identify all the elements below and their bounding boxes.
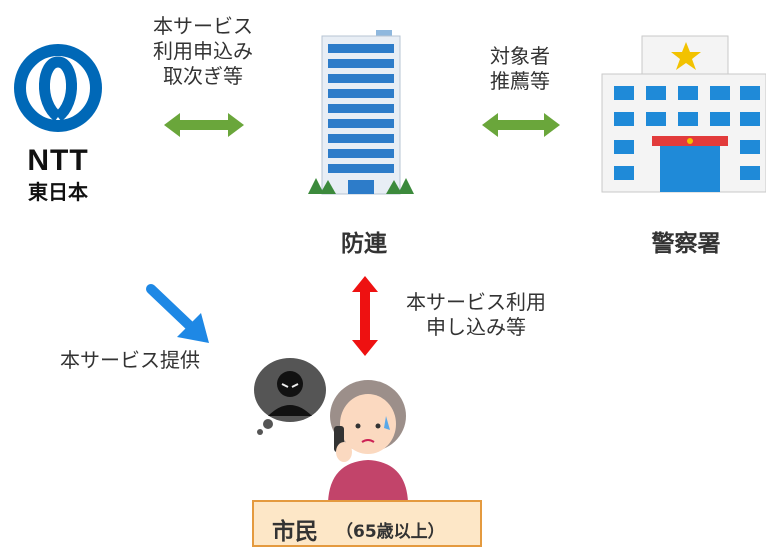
scam-caller-bubble-icon	[254, 358, 326, 435]
ntt-name: NTT	[27, 144, 89, 177]
caption-line: 本サービス利用	[406, 290, 546, 314]
citizen-age-note: （65歳以上）	[336, 522, 445, 542]
caption-line: 推薦等	[490, 69, 550, 93]
caption-line: 対象者	[490, 44, 550, 68]
caption-ntt-bouren: 本サービス 利用申込み 取次ぎ等	[128, 14, 278, 89]
ntt-region: 東日本	[28, 182, 88, 204]
red-double-arrow	[352, 276, 378, 356]
citizen-label: 市民	[272, 519, 318, 545]
caption-ntt-citizen: 本サービス提供	[60, 348, 200, 372]
caption-line: 本サービス	[153, 14, 253, 38]
police-label: 警察署	[651, 231, 721, 257]
blue-diagonal-arrow	[146, 284, 209, 343]
ntt-logo-icon	[14, 44, 102, 132]
police-station-icon	[601, 35, 766, 193]
caption-bouren-citizen: 本サービス利用 申し込み等	[388, 290, 564, 340]
caption-line: 利用申込み	[153, 39, 253, 63]
caption-bouren-police: 対象者 推薦等	[460, 44, 580, 94]
green-double-arrow-left	[164, 113, 244, 137]
elderly-woman-icon	[328, 380, 408, 502]
ntt-logo: NTT 東日本	[8, 42, 108, 204]
bouren-label: 防連	[341, 231, 387, 257]
green-double-arrow-right	[482, 113, 560, 137]
caption-line: 申し込み等	[426, 315, 526, 339]
caption-line: 取次ぎ等	[163, 64, 243, 88]
bouren-building-icon	[308, 30, 414, 195]
citizen-label-box: 市民 （65歳以上）	[252, 500, 482, 547]
